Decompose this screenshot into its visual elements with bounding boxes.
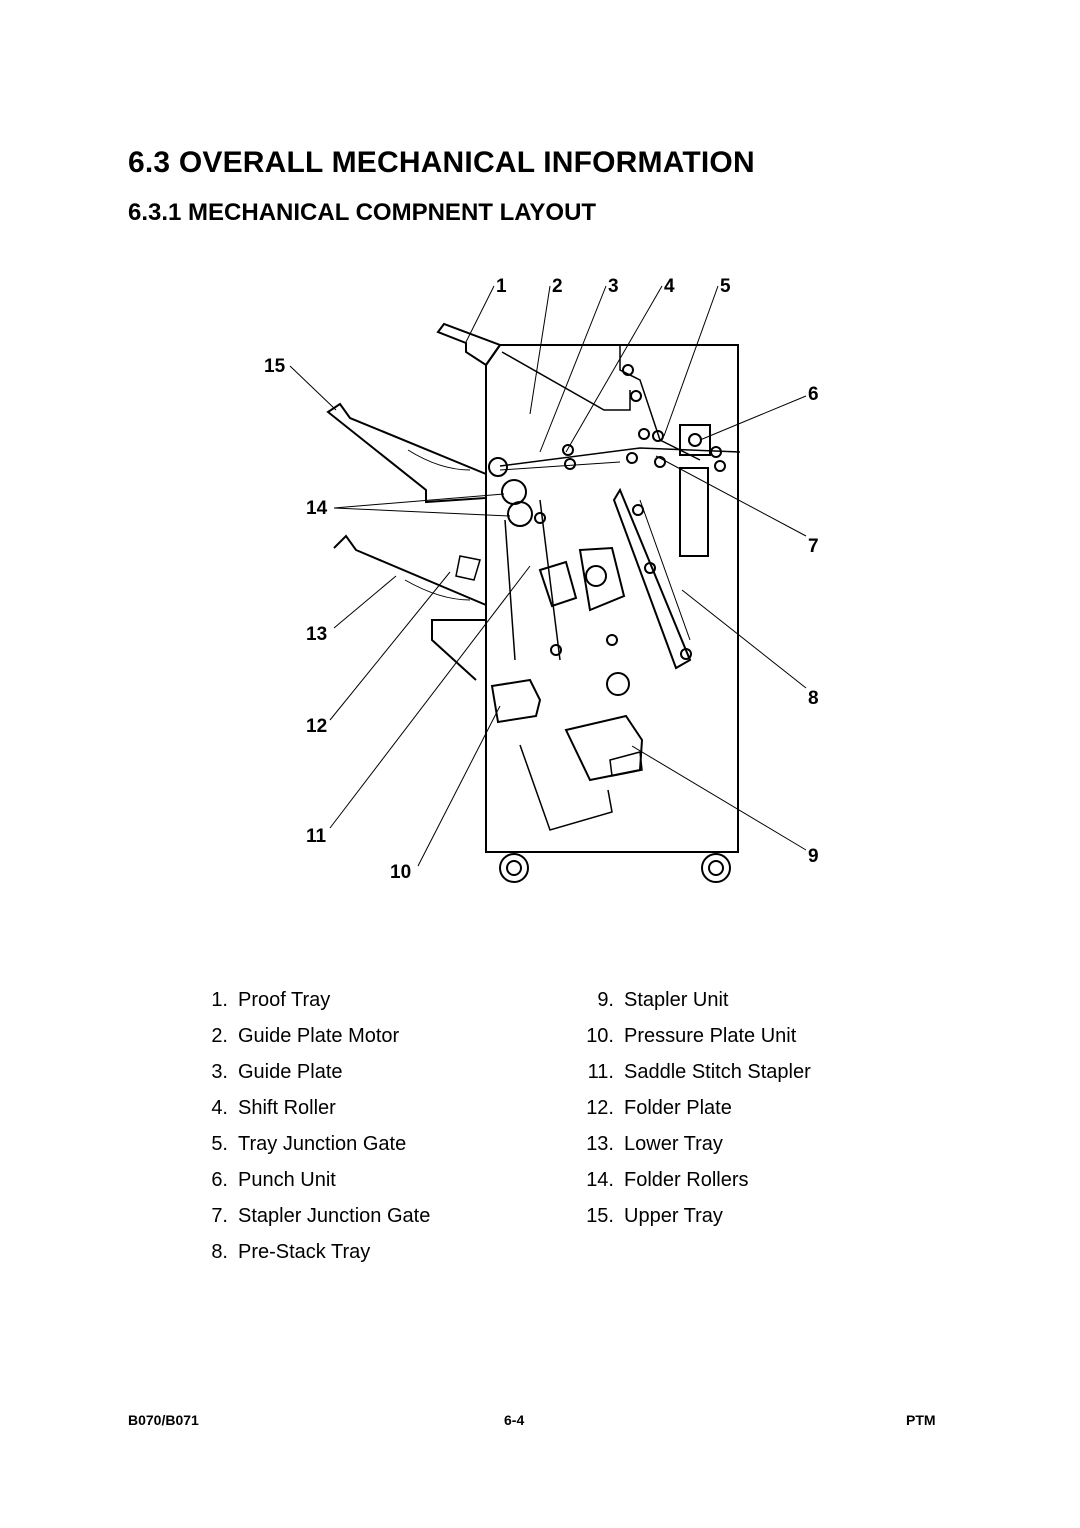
- legend-item: 10.Pressure Plate Unit: [586, 1024, 797, 1047]
- footer-section-code: PTM: [906, 1412, 936, 1428]
- legend-item: 11.Saddle Stitch Stapler: [587, 1060, 811, 1083]
- legend-item: 15.Upper Tray: [586, 1204, 723, 1227]
- callout-11: 11: [306, 826, 327, 847]
- legend-item: 2.Guide Plate Motor: [211, 1024, 400, 1047]
- legend-item: 1.Proof Tray: [211, 988, 331, 1011]
- callout-8: 8: [808, 688, 819, 709]
- pre-stack-tray: [612, 487, 692, 670]
- left-caster: [499, 853, 529, 883]
- callout-13: 13: [306, 624, 327, 645]
- callout-12: 12: [306, 716, 327, 737]
- legend-item: 12.Folder Plate: [586, 1096, 732, 1119]
- callout-6: 6: [808, 384, 819, 405]
- callout-2: 2: [552, 276, 563, 297]
- callout-10: 10: [390, 862, 411, 883]
- lower-tray: [333, 534, 487, 681]
- folder-plate: [455, 555, 481, 581]
- legend-item: 3.Guide Plate: [211, 1060, 343, 1083]
- callout-1: 1: [496, 276, 507, 297]
- saddle-stitch-stapler: [490, 678, 542, 724]
- callout-9: 9: [808, 846, 819, 867]
- legend-item: 9.Stapler Unit: [597, 988, 729, 1011]
- legend-item: 7.Stapler Junction Gate: [211, 1204, 431, 1227]
- footer-page-number: 6-4: [504, 1412, 525, 1428]
- upper-tray: [326, 402, 487, 504]
- callout-14: 14: [306, 498, 328, 519]
- callout-7: 7: [808, 536, 819, 557]
- section-heading: 6.3 OVERALL MECHANICAL INFORMATION: [128, 146, 755, 179]
- callout-4: 4: [664, 276, 675, 297]
- mechanical-layout-diagram: 1 2 3 4 5 6 7 8 9 10 11 12 13 14 15: [264, 276, 819, 883]
- footer-model-number: B070/B071: [128, 1412, 199, 1428]
- callout-3: 3: [608, 276, 619, 297]
- stapler-unit: [564, 714, 644, 782]
- proof-tray: [436, 322, 502, 367]
- legend-item: 14.Folder Rollers: [586, 1168, 749, 1191]
- legend-item: 13.Lower Tray: [586, 1132, 723, 1155]
- legend-item: 8.Pre-Stack Tray: [211, 1240, 371, 1263]
- legend-item: 6.Punch Unit: [211, 1168, 336, 1191]
- punch-unit: [679, 424, 711, 456]
- legend-left-column: 1.Proof Tray 2.Guide Plate Motor 3.Guide…: [180, 982, 430, 1270]
- subsection-heading: 6.3.1 MECHANICAL COMPNENT LAYOUT: [128, 199, 597, 226]
- callout-15: 15: [264, 356, 286, 377]
- legend-right-column: 9.Stapler Unit 10.Pressure Plate Unit 11…: [570, 982, 811, 1234]
- callout-5: 5: [720, 276, 731, 297]
- legend-item: 5.Tray Junction Gate: [211, 1132, 407, 1155]
- legend-item: 4.Shift Roller: [211, 1096, 336, 1119]
- right-caster: [701, 853, 731, 883]
